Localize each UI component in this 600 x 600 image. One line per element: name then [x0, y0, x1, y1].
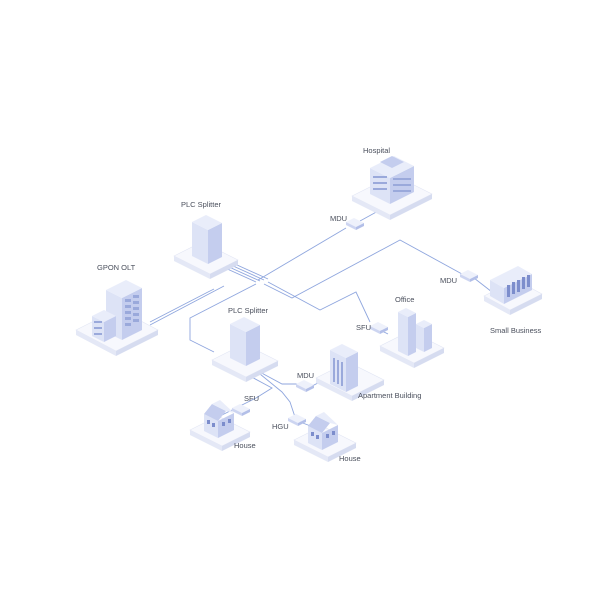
house-right-label: House [339, 454, 361, 463]
house-left-label: House [234, 441, 256, 450]
mdu-business-label: MDU [440, 276, 457, 285]
plc-splitter-top-label: PLC Splitter [181, 200, 222, 209]
link-olt-splitter-top-2 [149, 285, 225, 326]
link-to-hospital-mdu [257, 227, 347, 281]
mdu-apartment-device: MDU [296, 371, 314, 392]
small-business-label: Small Business [490, 326, 542, 335]
house-right-node: House [293, 412, 361, 463]
sfu-office-label: SFU [356, 323, 371, 332]
mdu-hospital-device: MDU [330, 214, 364, 230]
link-splitter-mid-to-apartment [255, 369, 300, 385]
link-olt-splitter-top [149, 288, 215, 323]
house-left-node: House [189, 400, 256, 451]
link-to-business [263, 239, 463, 299]
mdu-business-device: MDU [440, 270, 478, 285]
link-to-splitter-mid [189, 283, 257, 353]
hospital-label: Hospital [363, 146, 390, 155]
link-business-mdu-to-building [473, 277, 493, 293]
sfu-office-device: SFU [356, 322, 388, 334]
sfu-house-label: SFU [244, 394, 259, 403]
hgu-house-device: HGU [272, 414, 306, 431]
link-splitter-mid-to-house-sfu [235, 373, 273, 409]
mdu-hospital-label: MDU [330, 214, 347, 223]
plc-splitter-mid-label: PLC Splitter [228, 306, 269, 315]
small-business-node: Small Business [483, 266, 543, 335]
plc-splitter-top-node: PLC Splitter [173, 200, 239, 279]
link-splitter-mid-to-hgu [259, 373, 297, 421]
gpon-olt-label: GPON OLT [97, 263, 136, 272]
office-node: Office [379, 295, 445, 368]
sfu-house-device: SFU [232, 394, 259, 416]
hospital-node: Hospital [351, 146, 433, 220]
apartment-building-node: Apartment Building [315, 344, 421, 401]
link-to-office [267, 281, 371, 323]
mdu-apartment-label: MDU [297, 371, 314, 380]
office-label: Office [395, 295, 414, 304]
gpon-olt-node: GPON OLT [75, 263, 159, 356]
apartment-building-label: Apartment Building [358, 391, 421, 400]
hgu-house-label: HGU [272, 422, 289, 431]
plc-splitter-mid-node: PLC Splitter [211, 306, 279, 382]
